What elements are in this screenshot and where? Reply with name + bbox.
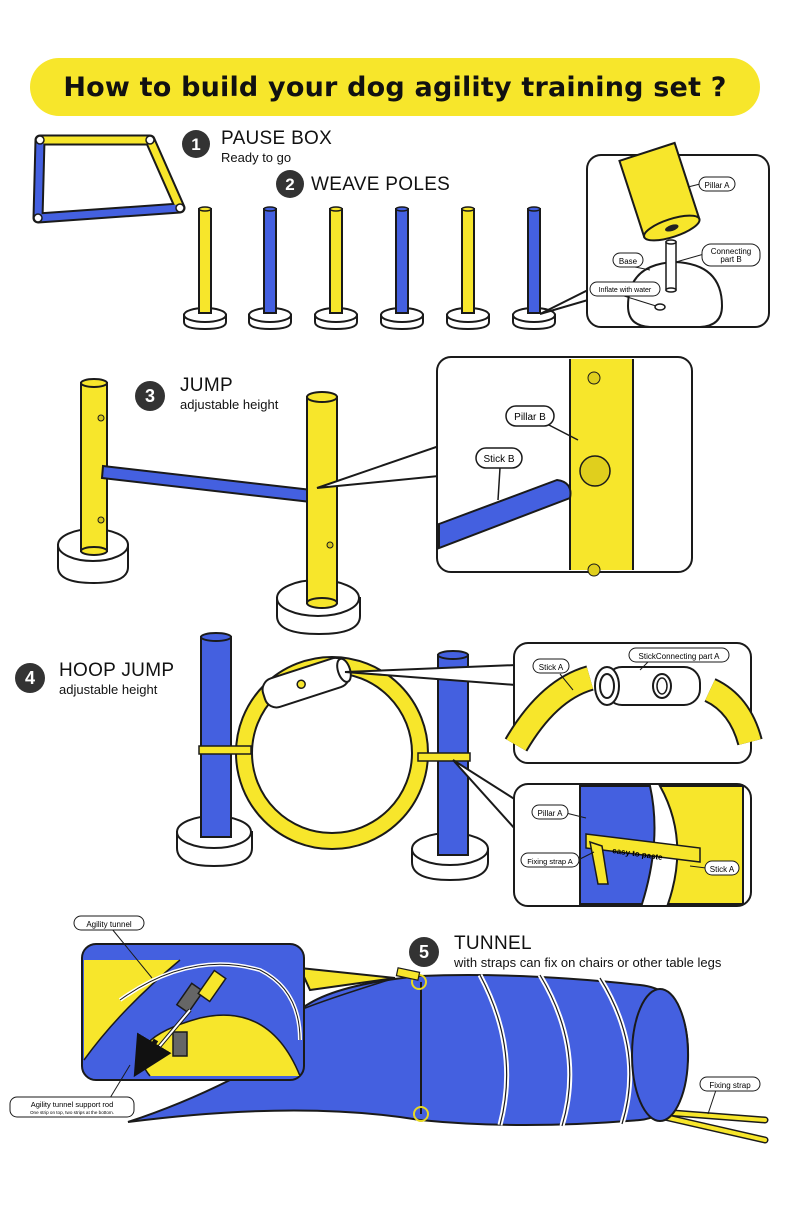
label-agility-tunnel: Agility tunnel bbox=[73, 915, 153, 979]
step-4-caption: HOOP JUMP adjustable height bbox=[59, 660, 174, 697]
svg-text:Pillar B: Pillar B bbox=[514, 412, 546, 423]
svg-text:part B: part B bbox=[720, 255, 741, 264]
step-5-badge: 5 bbox=[409, 937, 439, 967]
step-4-subtitle: adjustable height bbox=[59, 682, 158, 697]
weave-pole bbox=[380, 206, 424, 331]
svg-text:Pillar A: Pillar A bbox=[538, 809, 564, 818]
step-3-badge: 3 bbox=[135, 381, 165, 411]
step-2-badge: 2 bbox=[276, 170, 304, 198]
tunnel-detail-inset: Agility tunnel Agility tunnel support ro… bbox=[9, 915, 305, 1118]
tunnel-illustration bbox=[127, 966, 769, 1144]
jump-illustration bbox=[57, 378, 361, 636]
svg-text:One strip on top, two strips a: One strip on top, two strips at the bott… bbox=[30, 1110, 114, 1115]
svg-text:2: 2 bbox=[285, 175, 294, 194]
weave-pole bbox=[446, 206, 490, 331]
step-4-title: HOOP JUMP bbox=[59, 660, 175, 681]
svg-text:3: 3 bbox=[145, 386, 155, 406]
hoop-jump-illustration bbox=[176, 632, 489, 882]
page-title: How to build your dog agility training s… bbox=[63, 71, 727, 103]
weave-pole bbox=[248, 206, 292, 331]
label-pillar-a-hoop: Pillar A bbox=[531, 804, 587, 820]
label-pillar-b: Pillar B bbox=[505, 405, 579, 441]
label-fixing-strap-a: Fixing strap A bbox=[520, 851, 595, 868]
label-agility-tunnel-support-rod: Agility tunnel support rod One strip on … bbox=[9, 1064, 135, 1118]
step-2-caption: WEAVE POLES bbox=[311, 174, 450, 196]
step-2-title: WEAVE POLES bbox=[311, 174, 451, 195]
weave-pole bbox=[183, 206, 227, 331]
step-1-badge: 1 bbox=[182, 130, 210, 158]
svg-text:Fixing strap A: Fixing strap A bbox=[527, 857, 572, 866]
label-stick-b: Stick B bbox=[475, 447, 523, 501]
weave-poles-illustration bbox=[183, 206, 556, 331]
label-pillar-a: Pillar A bbox=[687, 176, 736, 192]
label-base: Base bbox=[612, 252, 651, 271]
svg-text:Connecting: Connecting bbox=[711, 247, 751, 256]
step-4-badge: 4 bbox=[15, 663, 45, 693]
svg-text:Stick A: Stick A bbox=[710, 865, 735, 874]
step-1-subtitle: Ready to go bbox=[221, 150, 292, 165]
title-banner: How to build your dog agility training s… bbox=[30, 58, 760, 116]
hoop-strap-detail-callout: easy to paste Pillar A Fixing strap A St… bbox=[452, 759, 752, 907]
jump-detail-callout: Pillar B Stick B bbox=[316, 356, 693, 577]
step-1-caption: PAUSE BOX Ready to go bbox=[221, 128, 332, 165]
svg-text:StickConnecting part A: StickConnecting part A bbox=[639, 652, 721, 661]
label-inflate-with-water: Inflate with water bbox=[589, 281, 661, 307]
label-connecting-part-b: Connecting part B bbox=[675, 243, 761, 267]
svg-text:1: 1 bbox=[191, 135, 200, 154]
svg-text:Stick A: Stick A bbox=[539, 663, 564, 672]
svg-text:4: 4 bbox=[25, 668, 35, 688]
step-3-caption: JUMP adjustable height bbox=[180, 375, 278, 412]
step-3-title: JUMP bbox=[180, 375, 233, 396]
step-5-title: TUNNEL bbox=[454, 933, 532, 954]
svg-text:Fixing strap: Fixing strap bbox=[709, 1081, 751, 1090]
step-5-subtitle: with straps can fix on chairs or other t… bbox=[454, 955, 722, 970]
step-5-caption: TUNNEL with straps can fix on chairs or … bbox=[454, 933, 721, 970]
label-stick-a-bottom: Stick A bbox=[689, 860, 740, 876]
svg-text:Agility tunnel: Agility tunnel bbox=[86, 920, 132, 929]
label-stick-a-top: Stick A bbox=[532, 658, 574, 691]
step-3-subtitle: adjustable height bbox=[180, 397, 279, 412]
label-stick-connecting-part-a: StickConnecting part A bbox=[628, 647, 730, 671]
pause-box-illustration bbox=[32, 134, 186, 224]
weave-pole bbox=[314, 206, 358, 331]
svg-text:Base: Base bbox=[619, 257, 638, 266]
label-fixing-strap: Fixing strap bbox=[699, 1076, 761, 1115]
step-1-title: PAUSE BOX bbox=[221, 128, 333, 149]
svg-text:5: 5 bbox=[419, 942, 429, 962]
hoop-connector-detail-callout: Stick A StickConnecting part A bbox=[344, 642, 763, 764]
svg-text:Agility tunnel support rod: Agility tunnel support rod bbox=[31, 1100, 114, 1109]
svg-text:Stick B: Stick B bbox=[483, 454, 514, 465]
weave-detail-callout: Pillar A Base Connecting part B Inflate … bbox=[539, 141, 770, 328]
weave-pole bbox=[512, 206, 556, 331]
svg-text:Inflate with water: Inflate with water bbox=[599, 287, 652, 294]
svg-text:Pillar A: Pillar A bbox=[705, 181, 731, 190]
